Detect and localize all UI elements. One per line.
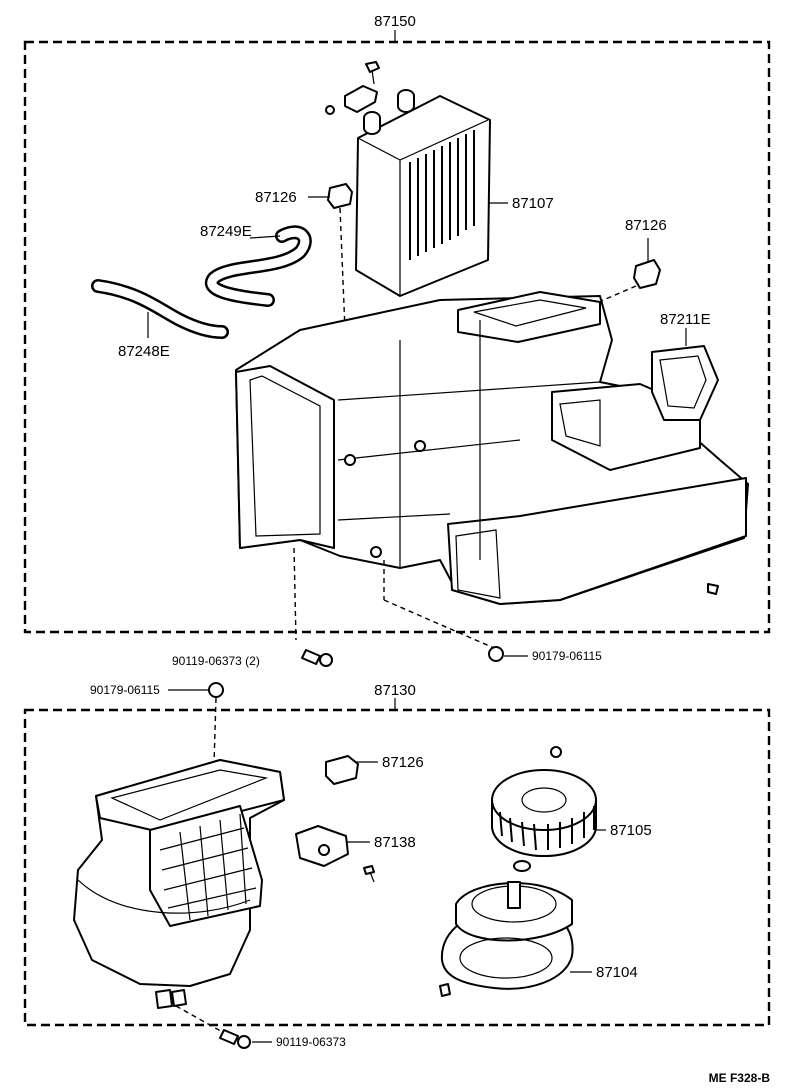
clip-lower-number: 87126	[382, 754, 424, 771]
clip-upper-icon	[327, 183, 353, 209]
blower-motor-icon	[439, 860, 574, 997]
lower-assembly-boundary	[23, 708, 771, 1027]
nut-right-icon	[488, 646, 504, 662]
hose-lower-icon	[93, 281, 227, 337]
hose-lower-number: 87248E	[118, 343, 170, 360]
clip-right-icon	[633, 259, 661, 289]
lower-assembly-number: 87130	[374, 682, 416, 699]
bolt-left-icon	[301, 649, 333, 667]
duct-icon	[651, 345, 719, 421]
bolt-bottom-dash	[175, 1005, 227, 1035]
bolt-bottom-number: 90119-06373	[276, 1035, 346, 1049]
bolt-left-dash	[293, 547, 297, 641]
clip-upper-number: 87126	[255, 189, 297, 206]
nut-right-dash-b	[383, 599, 495, 649]
blower-case-icon	[73, 759, 285, 1009]
fan-number: 87105	[610, 822, 652, 839]
duct-opening	[659, 355, 707, 409]
blower-fan-icon	[491, 746, 597, 857]
top-screw-icon	[365, 61, 380, 85]
upper-assembly-number: 87150	[374, 13, 416, 30]
nut-lower-number: 90179-06115	[90, 683, 160, 697]
clip-upper-dash	[339, 207, 346, 331]
clip-right-dash	[579, 285, 637, 311]
nut-right-number: 90179-06115	[532, 649, 602, 663]
hose-upper-icon	[207, 227, 310, 305]
hose-upper-leader	[249, 235, 281, 239]
heater-unit-housing-icon	[235, 291, 749, 605]
bolt-left-number: 90119-06373 (2)	[172, 654, 260, 668]
motor-number: 87104	[596, 964, 638, 981]
clip-right-number: 87126	[625, 217, 667, 234]
nut-lower-icon	[208, 682, 224, 698]
duct-number: 87211E	[660, 311, 711, 328]
heater-core-icon	[355, 89, 491, 297]
hose-upper-number: 87249E	[200, 223, 252, 240]
top-clip-icon	[325, 85, 378, 115]
upper-assembly-boundary	[23, 40, 771, 634]
bracket-icon	[295, 825, 375, 883]
heater-core-number: 87107	[512, 195, 554, 212]
bracket-number: 87138	[374, 834, 416, 851]
right-screw-icon	[707, 583, 719, 595]
bolt-bottom-icon	[219, 1029, 251, 1049]
footer-code: ME F328-B	[709, 1071, 771, 1085]
clip-lower-icon	[325, 755, 359, 785]
